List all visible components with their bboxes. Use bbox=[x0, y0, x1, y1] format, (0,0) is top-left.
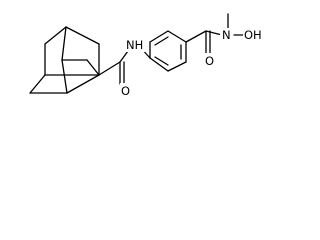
bond bbox=[44, 26, 67, 45]
bond bbox=[61, 26, 67, 61]
adamantane-cage bbox=[29, 26, 100, 94]
bond bbox=[149, 57, 169, 72]
bond bbox=[154, 36, 169, 46]
nh-label: NH bbox=[126, 38, 143, 52]
bond bbox=[167, 30, 187, 43]
bond bbox=[119, 50, 129, 63]
atom-labels: NH O N OH O bbox=[120, 28, 264, 98]
bond bbox=[66, 74, 100, 94]
bond bbox=[154, 56, 169, 66]
bond bbox=[167, 61, 187, 72]
nitrogen-label: N bbox=[222, 28, 231, 42]
bond bbox=[98, 61, 121, 76]
bond bbox=[86, 59, 100, 76]
hydroxyl-label: OH bbox=[244, 28, 262, 42]
bond bbox=[29, 74, 46, 94]
hydroxamic-acid-group bbox=[185, 13, 245, 55]
bond bbox=[149, 30, 169, 43]
bond bbox=[205, 30, 223, 36]
carbonyl-oxygen-label: O bbox=[121, 84, 130, 98]
bond bbox=[61, 59, 68, 94]
amide-linker bbox=[98, 46, 151, 85]
amide-oxygen-label: O bbox=[205, 54, 214, 68]
bond bbox=[185, 30, 207, 43]
chemical-structure-diagram: NH O N OH O bbox=[29, 13, 264, 98]
benzene-ring bbox=[149, 30, 187, 72]
bond bbox=[65, 26, 100, 45]
